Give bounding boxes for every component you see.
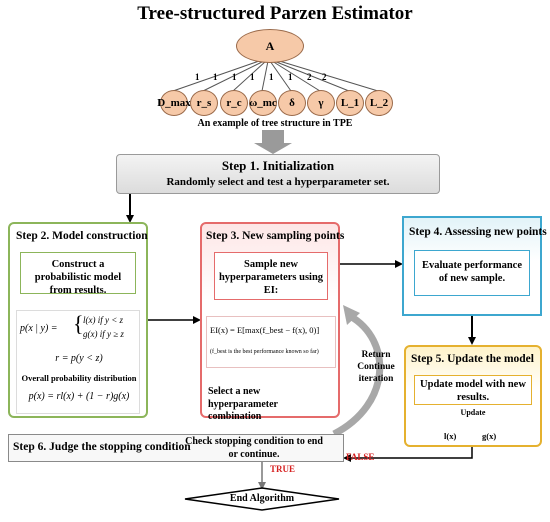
- step4-inner-box: Evaluate performance of new sample.: [414, 250, 530, 296]
- step4-inner-text: Evaluate performance of new sample.: [421, 260, 523, 285]
- loop-arrow: [332, 312, 384, 438]
- step2-inner-text: Construct a probabilistic model from res…: [34, 259, 122, 297]
- step5-box: Step 5. Update the model Update model wi…: [404, 345, 542, 447]
- false-label: FALSE: [346, 452, 375, 462]
- tree-leaf-node: ω_mc: [249, 90, 277, 116]
- step5-g-label: g(x): [482, 431, 497, 441]
- edge-weight: 1: [250, 72, 255, 82]
- tree-leaf-node: r_s: [190, 90, 218, 116]
- step2-overall-formula: p(x) = rl(x) + (1 − r)g(x): [28, 391, 130, 402]
- step3-ei-formula: EI(x) = E[max(f_best − f(x), 0)]: [210, 325, 320, 335]
- step2-inner-box: Construct a probabilistic model from res…: [20, 252, 136, 297]
- step5-title: Step 5. Update the model: [411, 353, 534, 365]
- tree-caption: An example of tree structure in TPE: [197, 118, 353, 129]
- edge-weight: 2: [307, 72, 312, 82]
- caption-to-step1-arrow: [254, 130, 292, 154]
- tree-leaf-node: γ: [307, 90, 335, 116]
- step2-overall-label: Overall probability distribution: [21, 373, 137, 383]
- step2-brace: {: [73, 311, 84, 336]
- tree-leaf-node: D_max: [157, 90, 191, 116]
- step5-update-label: Update: [460, 408, 486, 417]
- step2-case1: l(x) if y < z: [83, 315, 124, 325]
- edge-weight: 1: [195, 72, 200, 82]
- loop-label: Return Continue iteration: [357, 350, 395, 384]
- step1-title: Step 1. Initialization: [221, 158, 335, 173]
- edge-weight: 1: [232, 72, 237, 82]
- step3-title: Step 3. New sampling points: [206, 230, 345, 242]
- tree-edges: [172, 59, 379, 92]
- step4-box: Step 4. Assessing new points Evaluate pe…: [402, 216, 547, 316]
- step3-box: Step 3. New sampling points Sample new h…: [200, 222, 344, 422]
- step6-title: Step 6. Judge the stopping condition: [13, 441, 191, 453]
- tree-leaf-node: δ: [278, 90, 306, 116]
- step3-select-text: Select a new hyperparameter combination: [208, 386, 278, 422]
- tree-leaf-node: L_1: [336, 90, 364, 116]
- edge-weight: 1: [269, 72, 274, 82]
- step6-box: Step 6. Judge the stopping condition Che…: [8, 434, 344, 462]
- tree-leaf-node: r_c: [220, 90, 248, 116]
- step2-case2: g(x) if y ≥ z: [83, 329, 124, 339]
- step2-title: Step 2. Model construction: [16, 230, 148, 242]
- end-label: End Algorithm: [229, 493, 295, 504]
- step6-text: Check stopping condition to end or conti…: [185, 436, 323, 460]
- step2-formula-lhs: p(x | y) =: [20, 323, 58, 334]
- step5-l-label: l(x): [444, 431, 457, 441]
- edge-weight: 2: [322, 72, 327, 82]
- edge-weight: 1: [288, 72, 293, 82]
- step1-text: Randomly select and test a hyperparamete…: [166, 176, 390, 188]
- step1-box: Step 1. Initialization Randomly select a…: [116, 154, 440, 194]
- diagram-title: Tree-structured Parzen Estimator: [137, 3, 413, 24]
- step3-ei-note: (f_best is the best performance known so…: [210, 349, 319, 355]
- step2-box: Step 2. Model construction Construct a p…: [8, 222, 148, 418]
- step3-inner-box: Sample new hyperparameters using EI:: [214, 252, 328, 300]
- true-label: TRUE: [270, 464, 296, 474]
- step3-inner-text: Sample new hyperparameters using EI:: [218, 259, 324, 297]
- step4-title: Step 4. Assessing new points: [409, 226, 547, 238]
- step5-inner-text: Update model with new results.: [420, 379, 526, 404]
- tree-root-node: A: [236, 29, 304, 63]
- step5-inner-box: Update model with new results.: [414, 375, 532, 405]
- step2-r-formula: r = p(y < z): [55, 353, 103, 364]
- step2-formula-box: p(x | y) = { l(x) if y < z g(x) if y ≥ z…: [16, 310, 140, 414]
- edge-weight: 1: [213, 72, 218, 82]
- step3-formula-box: EI(x) = E[max(f_best − f(x), 0)] (f_best…: [206, 316, 336, 368]
- step5-to-step6-arrow: [343, 447, 473, 462]
- tree-leaf-node: L_2: [365, 90, 393, 116]
- loop-arrow-head: [343, 305, 360, 325]
- end-diamond: [184, 487, 340, 511]
